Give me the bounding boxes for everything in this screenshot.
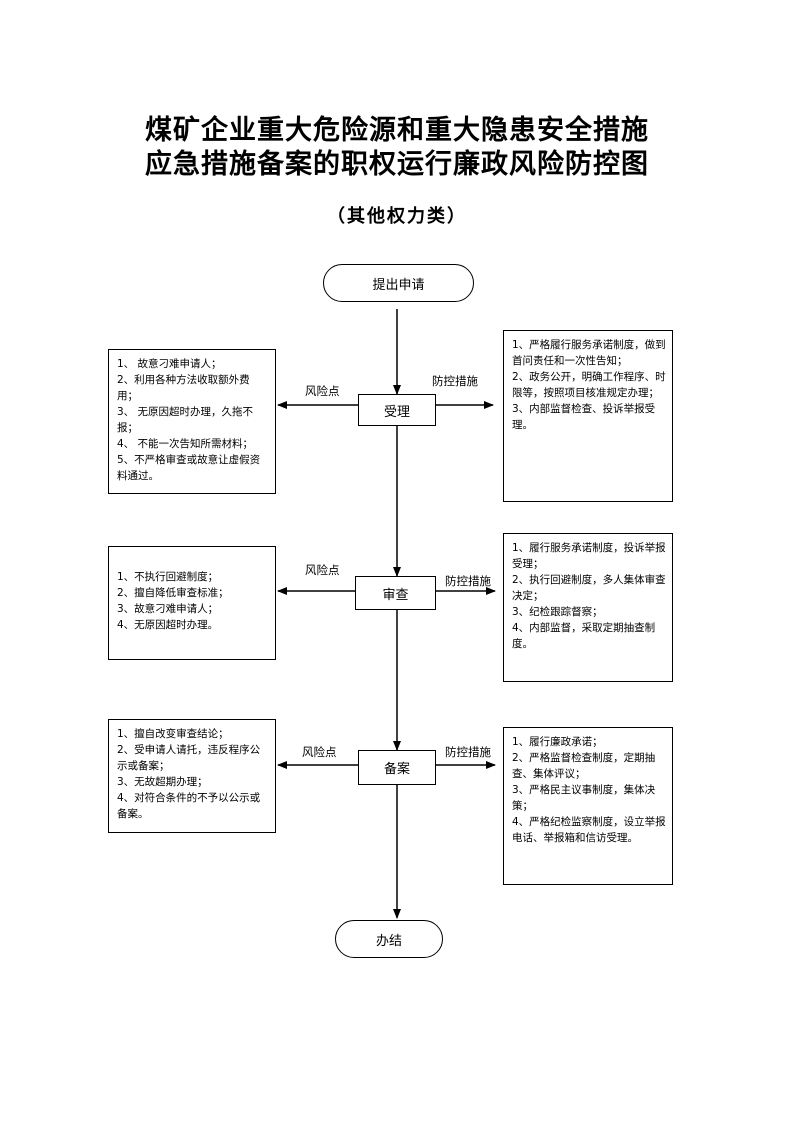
control-label-1: 防控措施	[432, 374, 478, 388]
risk-item: 3、无故超期办理；	[117, 776, 208, 788]
risk-box-1: 1、 故意刁难申请人； 2、利用各种方法收取额外费用； 3、 无原因超时办理，久…	[108, 349, 276, 494]
risk-item: 2、受申请人请托，违反程序公示或备案；	[117, 744, 261, 772]
risk-item: 3、故意刁难申请人；	[117, 603, 219, 615]
risk-item: 2、利用各种方法收取额外费用；	[117, 374, 250, 402]
control-item: 1、严格履行服务承诺制度，做到首问责任和一次性告知；	[512, 339, 666, 367]
diagram-title-line2: 应急措施备案的职权运行廉政风险防控图	[145, 149, 649, 180]
risk-label-1: 风险点	[305, 384, 340, 398]
start-node: 提出申请	[323, 264, 474, 302]
end-node: 办结	[335, 920, 443, 958]
risk-item: 5、不严格审查或故意让虚假资料通过。	[117, 454, 261, 482]
risk-label-3: 风险点	[302, 745, 337, 759]
control-box-1: 1、严格履行服务承诺制度，做到首问责任和一次性告知； 2、政务公开，明确工作程序…	[503, 330, 673, 502]
control-item: 1、履行服务承诺制度，投诉举报受理；	[512, 542, 666, 570]
step-node-3: 备案	[358, 750, 436, 785]
control-item: 2、执行回避制度，多人集体审查决定；	[512, 574, 666, 602]
risk-item: 3、 无原因超时办理，久拖不报；	[117, 406, 254, 434]
control-item: 3、纪检跟踪督察；	[512, 606, 603, 618]
control-box-3: 1、履行廉政承诺； 2、严格监督检查制度，定期抽查、集体评议； 3、严格民主议事…	[503, 727, 673, 885]
control-label-3: 防控措施	[445, 745, 491, 759]
risk-item: 4、对符合条件的不予以公示或备案。	[117, 792, 261, 820]
control-item: 4、严格纪检监察制度，设立举报电话、举报箱和信访受理。	[512, 816, 666, 844]
risk-item: 1、不执行回避制度；	[117, 571, 219, 583]
risk-item: 4、无原因超时办理。	[117, 619, 219, 631]
risk-item: 2、擅自降低审查标准；	[117, 587, 229, 599]
control-item: 3、内部监督检查、投诉举报受理。	[512, 403, 656, 431]
control-label-2: 防控措施	[445, 574, 491, 588]
step-node-1: 受理	[358, 394, 436, 426]
control-item: 2、政务公开，明确工作程序、时限等，按照项目核准规定办理；	[512, 371, 666, 399]
risk-item: 4、 不能一次告知所需材料；	[117, 438, 254, 450]
diagram-category: （其他权力类）	[327, 206, 467, 227]
control-item: 4、内部监督，采取定期抽查制度。	[512, 622, 656, 650]
control-box-2: 1、履行服务承诺制度，投诉举报受理； 2、执行回避制度，多人集体审查决定； 3、…	[503, 533, 673, 682]
control-item: 2、严格监督检查制度，定期抽查、集体评议；	[512, 752, 656, 780]
risk-item: 1、 故意刁难申请人；	[117, 358, 222, 370]
risk-item: 1、擅自改变审查结论；	[117, 728, 229, 740]
risk-label-2: 风险点	[305, 563, 340, 577]
control-item: 1、履行廉政承诺；	[512, 736, 603, 748]
step-node-2: 审查	[355, 576, 436, 610]
risk-box-2: 1、不执行回避制度； 2、擅自降低审查标准； 3、故意刁难申请人； 4、无原因超…	[108, 546, 276, 660]
risk-box-3: 1、擅自改变审查结论； 2、受申请人请托，违反程序公示或备案； 3、无故超期办理…	[108, 719, 276, 833]
control-item: 3、严格民主议事制度，集体决策；	[512, 784, 656, 812]
diagram-title-line1: 煤矿企业重大危险源和重大隐患安全措施	[145, 115, 649, 146]
